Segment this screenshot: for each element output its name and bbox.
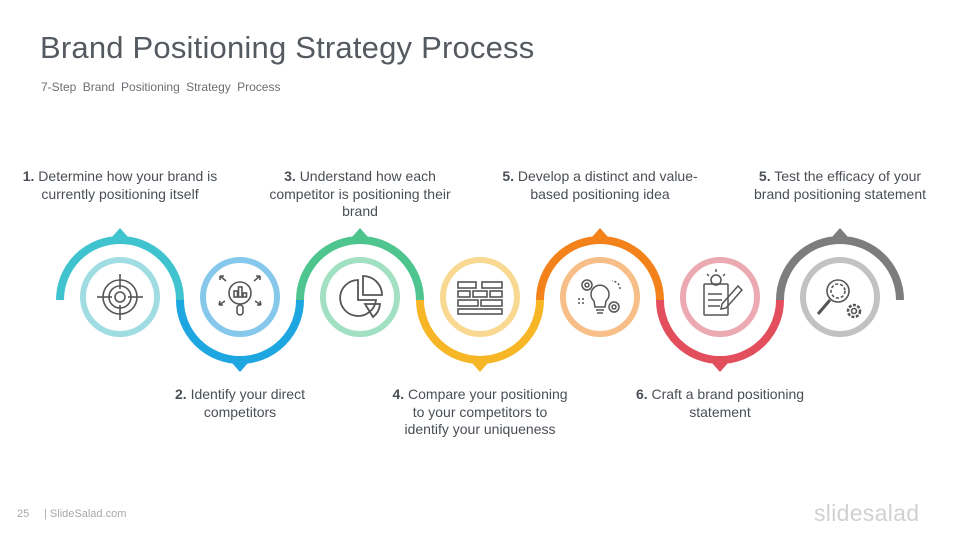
step-pointer [232,363,248,372]
step-arc [416,299,544,364]
step-arc [656,299,784,364]
step-2-label: 2. Identify your direct competitors [175,386,305,420]
step-ring [680,257,760,337]
comparison-table-icon [457,281,503,315]
step-pointer [352,228,368,237]
lightbulb-gears-icon [578,279,621,314]
step-ring [800,257,880,337]
step-ring [320,257,400,337]
step-pointer [712,363,728,372]
step-6-label: 6. Craft a brand positioning statement [635,386,805,420]
step-arcs [56,228,904,372]
step-arc [296,236,424,301]
step-3-label: 3. Understand how each competitor is pos… [269,168,451,219]
step-5-label: 5. Develop a distinct and value-based po… [502,168,698,202]
step-pointer [112,228,128,237]
search-gear-icon [816,279,862,319]
pie-chart-icon [339,275,383,319]
step-ring [80,257,160,337]
footer-site: SlideSalad.com [44,508,126,520]
page-subtitle: 7-Step Brand Positioning Strategy Proces… [41,80,281,94]
step-7-label: 5. Test the efficacy of your brand posit… [754,168,926,202]
page-number: 25 [17,508,30,520]
step-4-label: 4. Compare your positioning to your comp… [392,386,568,437]
step-arc [536,236,664,301]
step-1-label: 1. Determine how your brand is currently… [22,168,218,202]
step-ring [560,257,640,337]
page-title: Brand Positioning Strategy Process [40,30,535,65]
step-arc [56,236,184,301]
step-pointer [592,228,608,237]
step-pointer [472,363,488,372]
target-icon [97,274,143,320]
step-pointer [832,228,848,237]
step-arc [776,236,904,301]
magnifier-chart-icon [218,275,262,316]
step-arc [176,299,304,364]
brand-logo: slidesalad [814,500,920,526]
document-pen-icon [703,269,744,316]
